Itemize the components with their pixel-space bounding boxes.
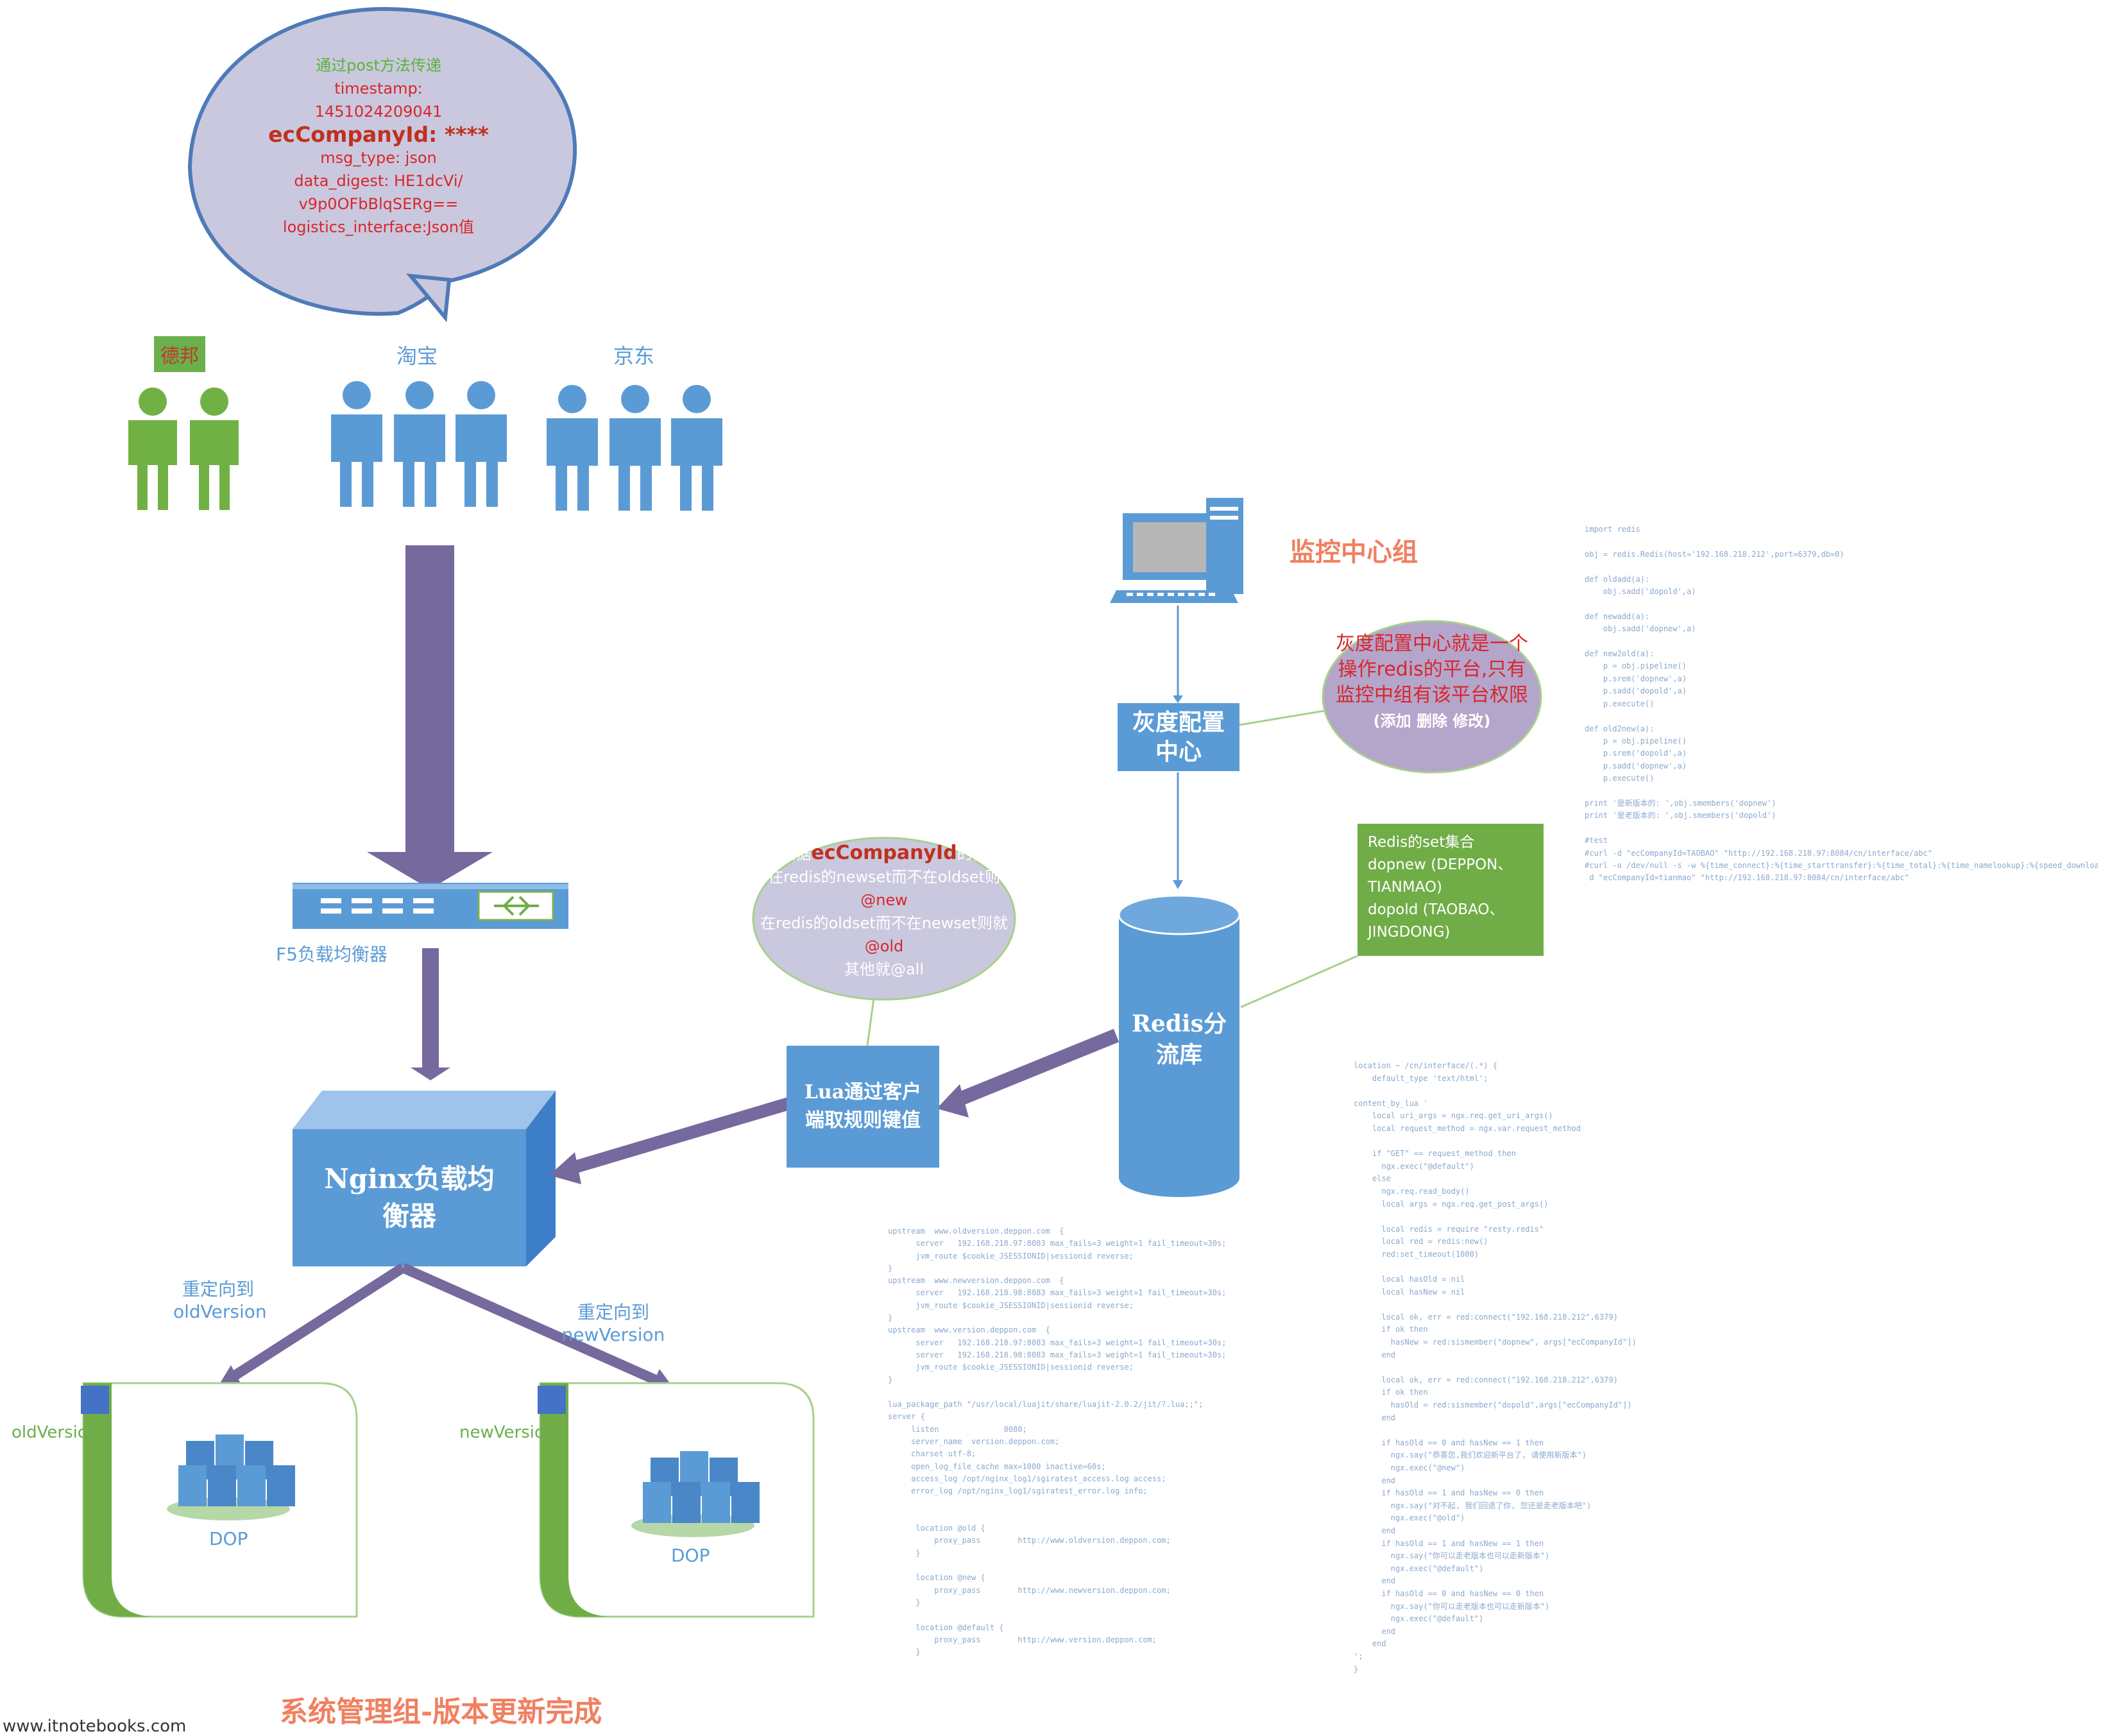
monitor-group-title: 监控中心组 xyxy=(1290,537,1418,567)
gray-ellipse-text: 灰度配置中心就是一个操作redis的平台,只有监控中组有该平台权限 (添加 删除… xyxy=(1336,631,1528,734)
lua-ellipse-line3: @new xyxy=(860,891,908,909)
lua-box-shape xyxy=(787,1046,939,1168)
bubble-line-2: timestamp: xyxy=(334,80,423,98)
lua-ellipse-line5: @old xyxy=(864,937,904,955)
gray-center-box-shape xyxy=(1118,703,1239,771)
arrow-down-small xyxy=(411,948,450,1080)
label-debang: 德邦 xyxy=(154,336,205,372)
redirect-old-line1: 重定向到 xyxy=(182,1279,254,1300)
label-taobao: 淘宝 xyxy=(396,344,438,368)
people-icon-jingdong xyxy=(547,385,722,511)
new-version-label: newVersion xyxy=(459,1423,556,1442)
redirect-new-line1: 重定向到 xyxy=(577,1302,649,1323)
people-icon-taobao xyxy=(331,381,507,507)
code-python-script: import redis obj = redis.Redis(host='192… xyxy=(1585,525,2098,883)
bubble-line-1: 通过post方法传递 xyxy=(316,56,441,74)
lua-ellipse-line2: 在redis的newset而不在oldset则 xyxy=(767,868,1001,886)
bubble-line-8: logistics_interface:Json值 xyxy=(282,218,475,236)
redis-set-line3: dopold (TAOBAO、JINGDONG) xyxy=(1368,901,1504,940)
lua-ellipse-line6: 其他就@all xyxy=(844,960,924,978)
f5-device-icon xyxy=(293,883,568,929)
footer-url[interactable]: www.itnotebooks.com xyxy=(3,1717,187,1736)
nginx-box-shape xyxy=(293,1091,556,1266)
redis-set-line1: Redis的set集合 xyxy=(1368,834,1475,851)
bubble-line-3: 1451024209041 xyxy=(314,103,443,121)
lua-ellipse-line4: 在redis的oldset而不在newset则就 xyxy=(760,914,1009,932)
code-nginx-config: upstream www.oldversion.deppon.com { ser… xyxy=(888,1227,1227,1657)
bubble-line-6: data_digest: HE1dcVi/ xyxy=(294,172,463,190)
code-lua-script: location ~ /cn/interface/(.*) { default_… xyxy=(1354,1061,1637,1674)
lua-box-label: Lua通过客户端取规则键值 xyxy=(804,1081,922,1132)
connector-lua-ellipse xyxy=(866,998,875,1046)
connector-gray-ellipse xyxy=(1239,710,1325,726)
dop-label-old: DOP xyxy=(209,1528,248,1549)
speech-bubble xyxy=(187,6,577,323)
redirect-new-line2: newVersion xyxy=(561,1324,665,1345)
lua-ellipse-line1b: ecCompanyId xyxy=(811,842,957,864)
nginx-label: Nginx负载均衡器 xyxy=(324,1163,495,1232)
connector-redis-set xyxy=(1240,955,1358,1008)
bubble-line-4: ecCompanyId: **** xyxy=(268,122,489,147)
gray-permission-ellipse xyxy=(1322,620,1542,774)
redis-set-box: Redis的set集合 dopnew (DEPPON、TIANMAO) dopo… xyxy=(1358,824,1544,956)
dop-server-icon-new xyxy=(631,1451,760,1537)
dop-label-new: DOP xyxy=(671,1545,710,1566)
dop-server-icon-old xyxy=(167,1434,295,1520)
arrow-down-large xyxy=(367,545,493,889)
redis-label: Redis分流库 xyxy=(1132,1010,1227,1068)
people-icon-debang xyxy=(128,387,239,510)
bubble-line-7: v9p0OFbBlqSERg== xyxy=(298,195,459,213)
gray-ellipse-line2: (添加 删除 修改) xyxy=(1373,712,1491,730)
lua-ellipse-line1a: 根据 xyxy=(780,845,812,863)
redirect-old-label: 重定向到 oldVersion xyxy=(173,1275,267,1322)
bottom-title: 系统管理组-版本更新完成 xyxy=(280,1696,602,1728)
bubble-line-5: msg_type: json xyxy=(320,149,437,167)
redis-set-line2: dopnew (DEPPON、TIANMAO) xyxy=(1368,856,1513,896)
arrow-lua-to-nginx xyxy=(549,1097,791,1184)
gray-center-label: 灰度配置中心 xyxy=(1132,709,1225,765)
lua-ellipse-line1c: 的值 xyxy=(957,845,988,863)
lua-ellipse-text: 根据ecCompanyId的值 在redis的newset而不在oldset则 … xyxy=(757,842,1011,981)
lua-rule-ellipse xyxy=(752,837,1016,1001)
bubble-content: 通过post方法传递 timestamp: 1451024209041 ecCo… xyxy=(212,54,545,239)
redirect-old-line2: oldVersion xyxy=(173,1301,267,1322)
label-jingdong: 京东 xyxy=(613,344,654,368)
computer-icon xyxy=(1110,498,1243,603)
redis-cylinder-shape xyxy=(1118,894,1241,1197)
gray-ellipse-line1: 灰度配置中心就是一个操作redis的平台,只有监控中组有该平台权限 xyxy=(1336,633,1528,706)
f5-label: F5负载均衡器 xyxy=(276,944,387,965)
arrow-redis-to-lua xyxy=(937,1028,1120,1118)
old-version-label: oldVersion xyxy=(12,1423,99,1442)
lua-ellipse-line1: 根据ecCompanyId的值 xyxy=(757,842,1011,865)
redirect-new-label: 重定向到 newVersion xyxy=(556,1298,671,1345)
